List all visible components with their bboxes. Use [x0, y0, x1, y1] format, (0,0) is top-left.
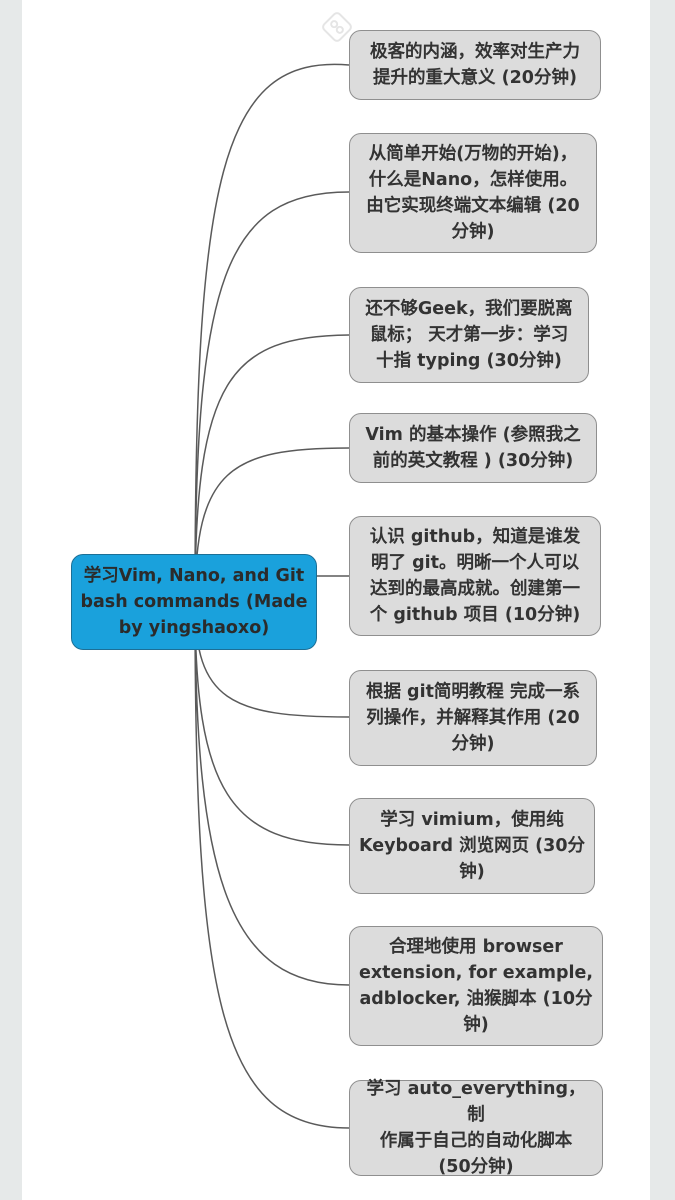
watermark-logo-icon [322, 12, 352, 42]
connector-line [194, 334, 350, 603]
subtopic-geek-meaning[interactable]: 极客的内涵，效率对生产力 提升的重大意义 (20分钟) [349, 30, 601, 100]
subtopic-nano[interactable]: 从简单开始(万物的开始)， 什么是Nano，怎样使用。 由它实现终端文本编辑 (… [349, 133, 597, 253]
connector-line [194, 63, 350, 603]
subtopic-vim-basics[interactable]: Vim 的基本操作 (参照我之 前的英文教程 ) (30分钟) [349, 413, 597, 483]
connector-line [194, 601, 350, 1129]
subtopic-typing[interactable]: 还不够Geek，我们要脱离 鼠标； 天才第一步：学习 十指 typing (30… [349, 287, 589, 383]
connector-line [194, 601, 350, 846]
subtopic-github[interactable]: 认识 github，知道是谁发 明了 git。明晰一个人可以 达到的最高成就。创… [349, 516, 601, 636]
connector-line [194, 601, 350, 986]
central-topic[interactable]: 学习Vim, Nano, and Git bash commands (Made… [71, 554, 317, 650]
subtopic-vimium[interactable]: 学习 vimium，使用纯 Keyboard 浏览网页 (30分 钟) [349, 798, 595, 894]
connector-line [194, 191, 350, 603]
subtopic-browser-extension[interactable]: 合理地使用 browser extension, for example, ad… [349, 926, 603, 1046]
subtopic-auto-everything[interactable]: 学习 auto_everything，制 作属于自己的自动化脚本 (50分钟) [349, 1079, 603, 1177]
subtopic-git-tutorial[interactable]: 根据 git简明教程 完成一系 列操作，并解释其作用 (20 分钟) [349, 670, 597, 766]
